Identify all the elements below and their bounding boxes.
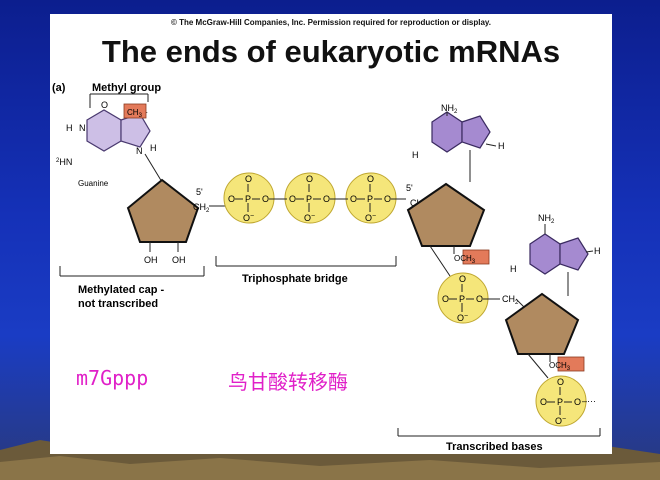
triphosphate-bridge-label: Triphosphate bridge (242, 273, 348, 285)
p1-o-right: O (262, 194, 269, 204)
p1-o-top: O (245, 174, 252, 184)
guanine-h8: H (150, 143, 157, 153)
p2-p: P (306, 194, 312, 204)
adenine1-nh2: NH2 (441, 103, 458, 115)
cap-ch2: CH2 (193, 202, 210, 214)
p4-o-bottom: O− (457, 313, 468, 323)
methyl-box-nt2 (557, 356, 585, 372)
guanine-base: O H N N + H N 2HN Guanine (56, 100, 157, 188)
phosphate-2 (284, 172, 336, 224)
slide-panel: © The McGraw-Hill Companies, Inc. Permis… (50, 14, 612, 454)
phosphate-3 (345, 172, 397, 224)
p3-o-top: O (367, 174, 374, 184)
p3-o-bottom: O− (365, 213, 376, 223)
copyright-notice: © The McGraw-Hill Companies, Inc. Permis… (170, 18, 492, 27)
phosphate-5: O P O O O− (535, 375, 587, 427)
p4-o-left: O (442, 294, 449, 304)
chain-continues: –··· (582, 396, 596, 406)
nt1-sugar (406, 182, 486, 247)
p3-o-right: O (384, 194, 391, 204)
cap-oh-1: OH (144, 255, 158, 265)
guanine-label: Guanine (78, 179, 109, 188)
p1-o-bottom: O− (243, 213, 254, 223)
chinese-annotation: 鸟甘酸转移酶 (228, 370, 348, 394)
methyl-box-guanine (123, 103, 147, 119)
p1-o-left: O (228, 194, 235, 204)
methylated-cap-bracket (59, 266, 205, 277)
p2-o-left: O (289, 194, 296, 204)
adenine2-h2: H (510, 264, 517, 274)
adenine1-h8: H (498, 141, 505, 151)
adenine-base-2: NH2 H H (510, 213, 601, 275)
p4-o-right: O (476, 294, 483, 304)
p1-p: P (245, 194, 251, 204)
p5-p: P (557, 397, 563, 407)
adenine2-h8: H (594, 246, 601, 256)
nt2-sugar (504, 292, 580, 355)
guanine-amine: 2HN (56, 157, 72, 167)
p4-p: P (459, 294, 465, 304)
p5-o-bottom: O− (555, 416, 566, 426)
guanine-oxygen: O (101, 100, 108, 110)
transcribed-bases-bracket (397, 428, 601, 437)
guanine-h1: H (66, 123, 73, 133)
phosphate-4: O P O O O− (437, 272, 500, 324)
nt1-och3: OCH3 (454, 254, 476, 265)
p5-o-top: O (557, 377, 564, 387)
cap-oh-2: OH (172, 255, 186, 265)
mrna-ends-diagram: (a) Methyl group O H N N + H N 2HN Guani… (52, 82, 601, 453)
methylated-cap-label-2: not transcribed (78, 298, 158, 310)
nt2-ch2: CH2 (502, 294, 519, 306)
cap-sugar (126, 178, 200, 243)
p3-p: P (367, 194, 373, 204)
panel-label: (a) (52, 82, 66, 94)
triphosphate-bracket (215, 256, 397, 267)
guanine-n1: N (79, 123, 86, 133)
m7gppp-annotation: m7Gppp (76, 366, 149, 390)
p2-o-right: O (323, 194, 330, 204)
methyl-group-label: Methyl group (92, 82, 161, 94)
p2-o-bottom: O− (304, 213, 315, 223)
guanine-n9: N (136, 146, 143, 156)
p2-o-top: O (306, 174, 313, 184)
nt1-five-prime: 5' (406, 183, 413, 193)
cap-five-prime: 5' (196, 187, 203, 197)
transcribed-bases-label: Transcribed bases (446, 441, 543, 453)
slide-title: The ends of eukaryotic mRNAs (101, 34, 561, 69)
triphosphate-bridge: O P O O O− O P O O O− O P O O O− (223, 172, 406, 224)
adenine2-nh2: NH2 (538, 213, 555, 225)
adenine-base-1: NH2 H H (412, 103, 505, 160)
p5-o-right: O (574, 397, 581, 407)
phosphate-1 (223, 172, 275, 224)
nt2-och3: OCH3 (549, 361, 571, 372)
methylated-cap-label-1: Methylated cap - (78, 284, 165, 296)
methyl-box-nt1 (462, 249, 490, 265)
p5-o-left: O (540, 397, 547, 407)
p4-o-top: O (459, 274, 466, 284)
p3-o-left: O (350, 194, 357, 204)
adenine1-h2: H (412, 150, 419, 160)
methyl-ch3-text: CH3 (127, 108, 143, 119)
